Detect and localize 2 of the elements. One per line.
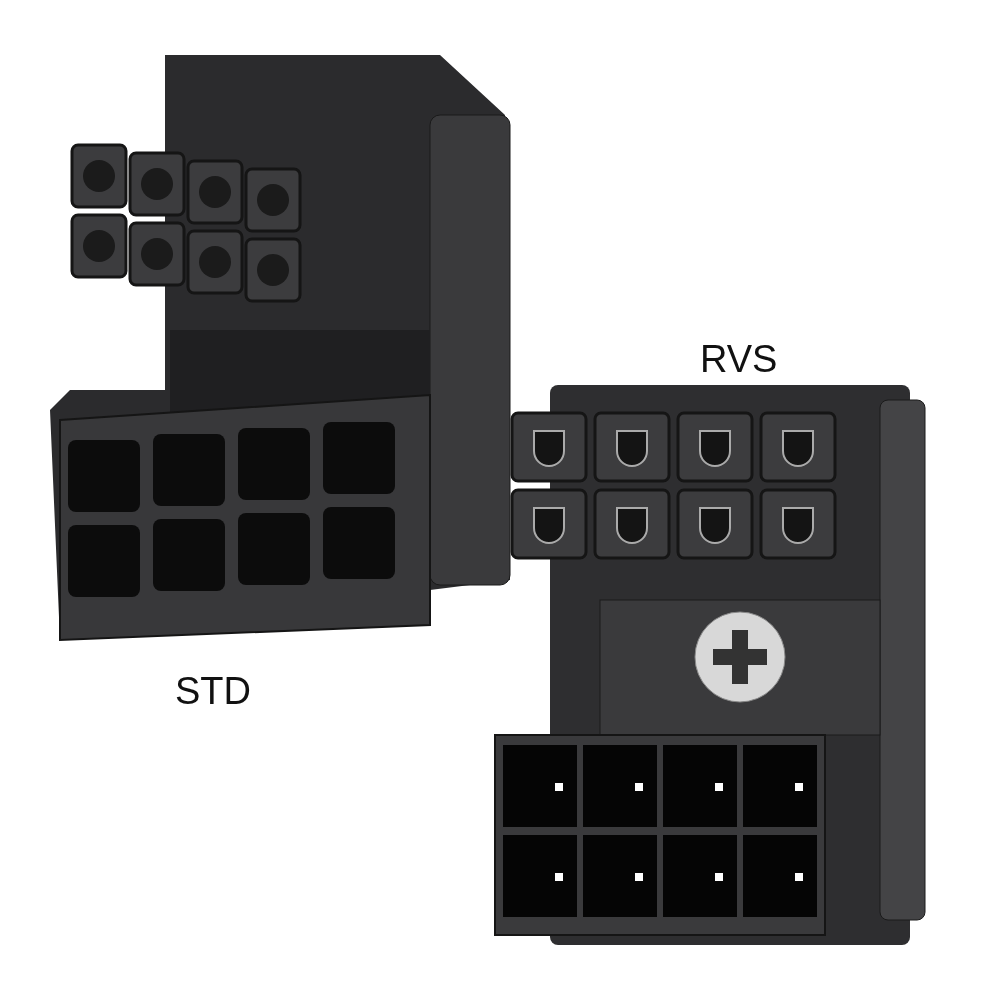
connector-label: RVS bbox=[700, 340, 778, 378]
connector-label: STD bbox=[175, 672, 251, 710]
